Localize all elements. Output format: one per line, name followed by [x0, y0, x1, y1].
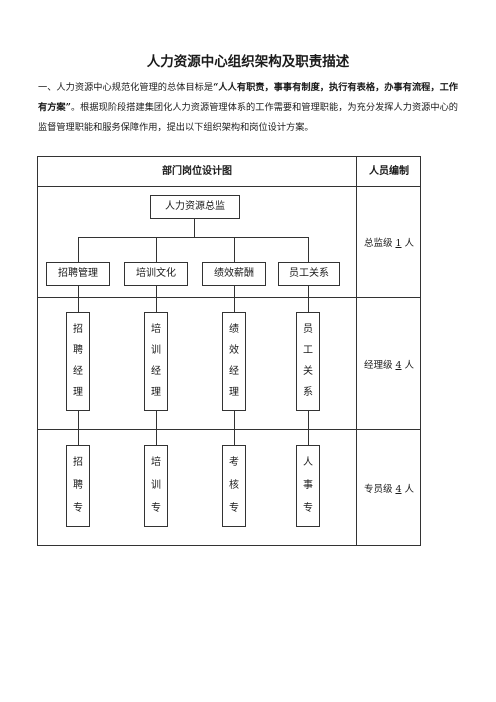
box-char: 考 [229, 457, 239, 469]
staff-suffix: 人 [401, 484, 415, 495]
box-char: 理 [151, 387, 161, 399]
box-char: 培 [151, 457, 161, 469]
box-char: 绩 [229, 323, 239, 335]
table-column-divider [356, 157, 357, 545]
staff-suffix: 人 [401, 360, 415, 371]
connector-line [156, 411, 157, 445]
box-char: 专 [303, 502, 313, 514]
staff-prefix: 经理级 [363, 360, 396, 371]
header-dept-chart: 部门岗位设计图 [162, 166, 232, 177]
specialist-box-training: 培 训 专 [144, 445, 168, 527]
connector-line [308, 237, 309, 262]
staff-director-level: 总监级 1 人 [356, 235, 422, 249]
page-title: 人力资源中心组织架构及职责描述 [146, 54, 350, 70]
box-char: 核 [229, 479, 239, 491]
dept-box-recruitment: 招聘管理 [46, 262, 110, 286]
staff-specialist-level: 专员级 4 人 [356, 481, 422, 495]
intro-paragraph: 一、人力资源中心规范化管理的总体目标是“人人有职责，事事有制度，执行有表格，办事… [38, 78, 458, 138]
box-char: 效 [229, 344, 239, 356]
specialist-box-personnel: 人 事 专 [296, 445, 320, 527]
table-header-divider [38, 186, 420, 187]
connector-line [78, 237, 79, 262]
staff-count: 4 [395, 360, 402, 371]
box-char: 专 [151, 502, 161, 514]
specialist-box-assessment: 考 核 专 [222, 445, 246, 527]
box-char: 工 [303, 344, 313, 356]
box-char: 专 [73, 502, 83, 514]
intro-part1: 一、人力资源中心规范化管理的总体目标是 [38, 82, 214, 93]
box-char: 关 [303, 366, 313, 378]
table-row-divider-1 [38, 297, 420, 298]
staff-manager-level: 经理级 4 人 [356, 357, 422, 371]
box-char: 聘 [73, 479, 83, 491]
specialist-box-recruitment: 招 聘 专 [66, 445, 90, 527]
box-char: 系 [303, 387, 313, 399]
connector-line [308, 286, 309, 312]
box-char: 经 [73, 366, 83, 378]
box-char: 训 [151, 344, 161, 356]
connector-line [234, 237, 235, 262]
staff-count: 4 [395, 484, 402, 495]
box-char: 训 [151, 479, 161, 491]
connector-line [234, 411, 235, 445]
dept-box-employee-relations: 员工关系 [278, 262, 340, 286]
box-char: 经 [151, 366, 161, 378]
connector-line [78, 237, 308, 238]
dept-box-training: 培训文化 [124, 262, 188, 286]
staff-suffix: 人 [401, 238, 415, 249]
connector-line [78, 286, 79, 312]
box-char: 事 [303, 479, 313, 491]
connector-line [78, 411, 79, 445]
director-box: 人力资源总监 [150, 195, 240, 219]
box-char: 聘 [73, 344, 83, 356]
box-char: 经 [229, 366, 239, 378]
manager-box-employee-relations: 员 工 关 系 [296, 312, 320, 411]
org-table: 部门岗位设计图 人员编制 人力资源总监 招聘管理 培训文化 绩效薪酬 员工关系 … [37, 156, 421, 546]
manager-box-performance: 绩 效 经 理 [222, 312, 246, 411]
connector-line [156, 237, 157, 262]
table-row-divider-2 [38, 429, 420, 430]
connector-line [194, 219, 195, 237]
connector-line [308, 411, 309, 445]
box-char: 培 [151, 323, 161, 335]
staff-prefix: 总监级 [363, 238, 396, 249]
box-char: 人 [303, 457, 313, 469]
staff-prefix: 专员级 [363, 484, 396, 495]
intro-part2: 。根据现阶段搭建集团化人力资源管理体系的工作需要和管理职能，为充分发挥人力资源中… [38, 102, 458, 133]
staff-count: 1 [395, 238, 402, 249]
connector-line [234, 286, 235, 312]
box-char: 理 [73, 387, 83, 399]
manager-box-recruitment: 招 聘 经 理 [66, 312, 90, 411]
connector-line [156, 286, 157, 312]
header-staffing: 人员编制 [369, 166, 409, 177]
intro-emphasis: “人人有职责，事事有制度，执行有表格，办事有流程，工作有方案” [38, 82, 458, 113]
dept-box-performance: 绩效薪酬 [202, 262, 266, 286]
box-char: 理 [229, 387, 239, 399]
box-char: 招 [73, 323, 83, 335]
box-char: 招 [73, 457, 83, 469]
box-char: 专 [229, 502, 239, 514]
box-char: 员 [303, 323, 313, 335]
manager-box-training: 培 训 经 理 [144, 312, 168, 411]
